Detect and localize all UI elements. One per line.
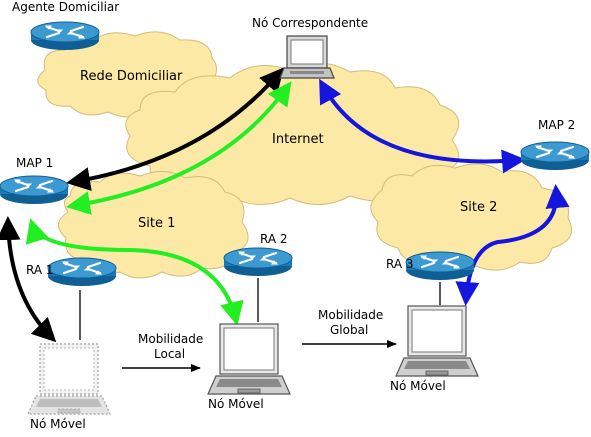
ra3-label: RA 3 (386, 257, 414, 271)
site2-cloud (370, 163, 572, 271)
global-mobility-label-1: Mobilidade (318, 308, 383, 322)
ra1-label: RA 1 (26, 263, 54, 277)
ra1-router-icon (46, 256, 118, 288)
laptop-icon-center (207, 323, 291, 395)
ra2-label: RA 2 (260, 232, 288, 246)
local-mobility-label-1: Mobilidade (138, 332, 203, 346)
map2-label: MAP 2 (538, 118, 575, 132)
map1-label: MAP 1 (16, 156, 53, 170)
home-network-label: Rede Domiciliar (80, 69, 183, 84)
site1-label: Site 1 (138, 216, 175, 231)
green-arrows (25, 81, 292, 326)
black-arrow-map1-mobile (0, 216, 57, 343)
global-mobility-label-2: Global (330, 323, 368, 337)
mobile-node-label-center: Nó Móvel (208, 397, 264, 411)
map1-router-icon (0, 174, 70, 206)
blue-arrow-correspondent-map2 (319, 78, 526, 174)
green-arrow-map1-mobile (25, 218, 244, 326)
mobile-node-label-right: Nó Móvel (390, 379, 446, 393)
correspondent-node-label: Nó Correspondente (252, 16, 368, 30)
local-mobility-label-2: Local (154, 347, 185, 361)
ra3-router-icon (404, 250, 476, 282)
laptop-icon-right (395, 305, 479, 377)
home-agent-router-icon (29, 20, 101, 52)
laptop-icon-ghost (27, 343, 111, 415)
map2-router-icon (519, 140, 591, 172)
desktop-computer-icon (279, 35, 335, 79)
ra2-router-icon (222, 246, 294, 278)
site2-label: Site 2 (460, 200, 497, 215)
home-agent-label: Agente Domiciliar (12, 0, 119, 14)
green-arrow-map1-correspondent (66, 81, 292, 215)
internet-label: Internet (272, 132, 324, 147)
mobile-node-label-left: Nó Móvel (30, 417, 86, 431)
